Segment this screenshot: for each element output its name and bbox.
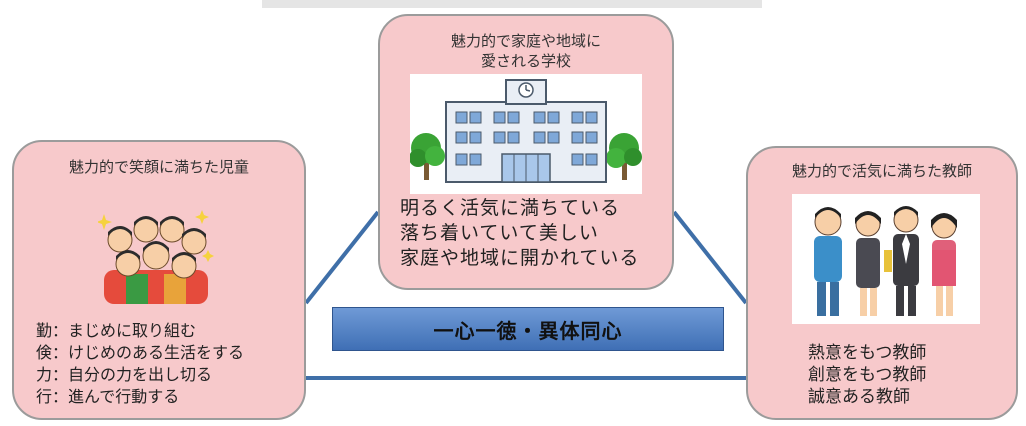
- student-point: 倹：けじめのある生活をする: [36, 343, 245, 362]
- student-point: 力：自分の力を出し切る: [36, 365, 213, 384]
- student-point: 行：進んで行動する: [36, 387, 180, 406]
- sparkle-icon: [98, 210, 214, 262]
- teachers-group-icon: [814, 206, 957, 316]
- school-point: 明るく活気に満ちている: [400, 197, 621, 219]
- school-point: 家庭や地域に開かれている: [400, 247, 640, 269]
- connector-top-right: [672, 210, 748, 305]
- teachers-box-title: 魅力的で活気に満ちた教師: [791, 162, 972, 180]
- students-box-title: 魅力的で笑顔に満ちた児童: [68, 158, 249, 176]
- school-box-points: 明るく活気に満ちている 落ち着いていて美しい 家庭や地域に開かれている: [400, 196, 639, 271]
- school-box: 魅力的で家庭や地域に 愛される学校: [378, 14, 674, 290]
- connector-top-left: [304, 210, 380, 305]
- teachers-box-points: 熱意をもつ教師 創意をもつ教師 誠意ある教師: [808, 342, 926, 408]
- cropped-header-text: [262, 0, 762, 8]
- tree-left-icon: [410, 133, 445, 180]
- tree-right-icon: [606, 133, 642, 180]
- school-box-title-line2: 愛される学校: [480, 52, 571, 70]
- teachers-illustration: [792, 194, 980, 324]
- student-point: 勤：まじめに取り組む: [36, 321, 197, 340]
- children-group-icon: [104, 216, 208, 304]
- students-box: 魅力的で笑顔に満ちた児童: [12, 140, 306, 420]
- school-building-illustration: [410, 74, 642, 194]
- school-box-title-line1: 魅力的で家庭や地域に: [450, 32, 601, 50]
- teacher-point: 熱意をもつ教師: [808, 343, 927, 363]
- teacher-point: 誠意ある教師: [808, 387, 910, 407]
- children-illustration: [98, 196, 214, 306]
- teacher-point: 創意をもつ教師: [808, 365, 927, 385]
- students-box-points: 勤：まじめに取り組む 倹：けじめのある生活をする 力：自分の力を出し切る 行：進…: [36, 320, 244, 408]
- motto-banner: 一心一徳・異体同心: [332, 307, 724, 351]
- school-building-icon: [445, 79, 607, 183]
- school-point: 落ち着いていて美しい: [400, 222, 599, 244]
- teachers-box: 魅力的で活気に満ちた教師: [746, 146, 1018, 420]
